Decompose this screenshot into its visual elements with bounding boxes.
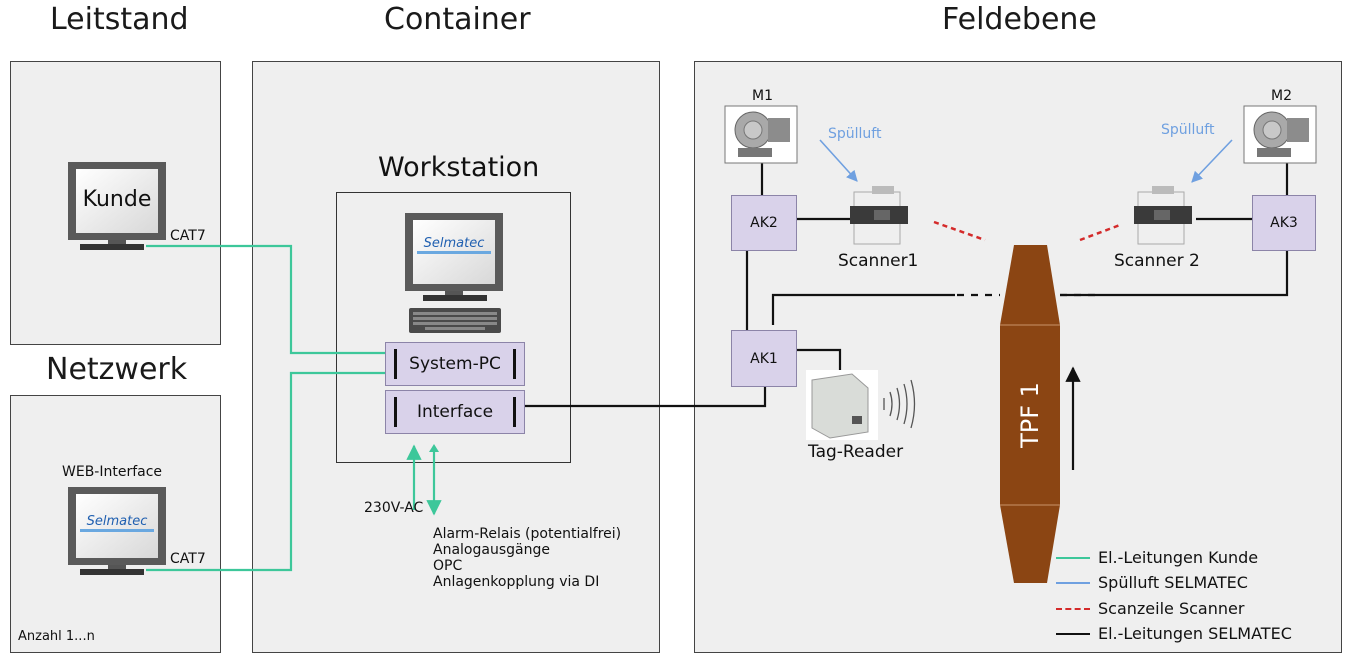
section-title-container: Container [384, 2, 531, 37]
purge-air-label-left: Spülluft [828, 126, 882, 142]
tag-reader-icon [806, 370, 916, 440]
legend-label-selmatec: El.-Leitungen SELMATEC [1098, 624, 1292, 643]
instance-count-label: Anzahl 1...n [18, 629, 95, 644]
legend-item-selmatec-lines: El.-Leitungen SELMATEC [1056, 624, 1292, 643]
power-supply-label: 230V-AC [364, 500, 424, 516]
legend-swatch-selmatec [1056, 632, 1090, 635]
output-label-alarm: Alarm-Relais (potentialfrei) [433, 526, 622, 542]
selmatec-cable-lines [524, 163, 1289, 470]
leitstand-cable-label: CAT7 [170, 228, 206, 244]
workstation-screen-logo: Selmatec [417, 236, 491, 254]
output-label-di: Anlagenkopplung via DI [433, 574, 600, 590]
section-title-leitstand: Leitstand [50, 2, 189, 37]
kunde-monitor-label: Kunde [82, 187, 152, 212]
scan-lines [933, 220, 1121, 242]
container-panel [252, 61, 660, 653]
legend-swatch-scan [1056, 607, 1090, 610]
ak1-node: AK1 [731, 330, 797, 387]
blower-m2-icon [1243, 105, 1317, 164]
m1-label: M1 [752, 88, 773, 104]
workstation-title: Workstation [378, 152, 540, 183]
legend-label-customer: El.-Leitungen Kunde [1098, 548, 1259, 567]
scanner1-label: Scanner1 [838, 251, 919, 271]
blower-m1-icon [724, 105, 798, 164]
scanner1-icon [850, 186, 908, 245]
legend-item-customer-lines: El.-Leitungen Kunde [1056, 548, 1258, 567]
tpf-shape [1000, 245, 1060, 583]
web-monitor-icon [68, 487, 166, 575]
section-title-netzwerk: Netzwerk [46, 352, 188, 387]
purge-air-label-right: Spülluft [1161, 122, 1215, 138]
netzwerk-cable-label: CAT7 [170, 551, 206, 567]
web-interface-label: WEB-Interface [62, 464, 163, 480]
ak3-node: AK3 [1252, 195, 1316, 251]
ak2-node: AK2 [731, 195, 797, 251]
legend-item-scan-line: Scanzeile Scanner [1056, 599, 1244, 618]
output-label-opc: OPC [433, 558, 463, 574]
keyboard-icon [409, 308, 501, 333]
purge-air-arrows [819, 139, 1233, 183]
system-pc-box: System-PC [385, 342, 525, 386]
tpf-label: TPF 1 [1016, 382, 1044, 448]
workstation-monitor-icon [405, 213, 503, 301]
legend-swatch-customer [1056, 556, 1090, 559]
scanner2-icon [1134, 186, 1192, 245]
m2-label: M2 [1271, 88, 1292, 104]
scanner2-label: Scanner 2 [1114, 251, 1200, 271]
interface-box: Interface [385, 390, 525, 434]
legend-label-scan: Scanzeile Scanner [1098, 599, 1245, 618]
tag-reader-label: Tag-Reader [808, 442, 904, 462]
section-title-feldebene: Feldebene [942, 2, 1097, 37]
legend-swatch-air [1056, 581, 1090, 584]
legend-item-purge-air: Spülluft SELMATEC [1056, 573, 1248, 592]
output-label-analog: Analogausgänge [433, 542, 550, 558]
web-screen-logo: Selmatec [80, 514, 154, 532]
legend-label-air: Spülluft SELMATEC [1098, 573, 1248, 592]
customer-cable-lines [146, 244, 442, 572]
kunde-monitor-icon [68, 162, 166, 250]
